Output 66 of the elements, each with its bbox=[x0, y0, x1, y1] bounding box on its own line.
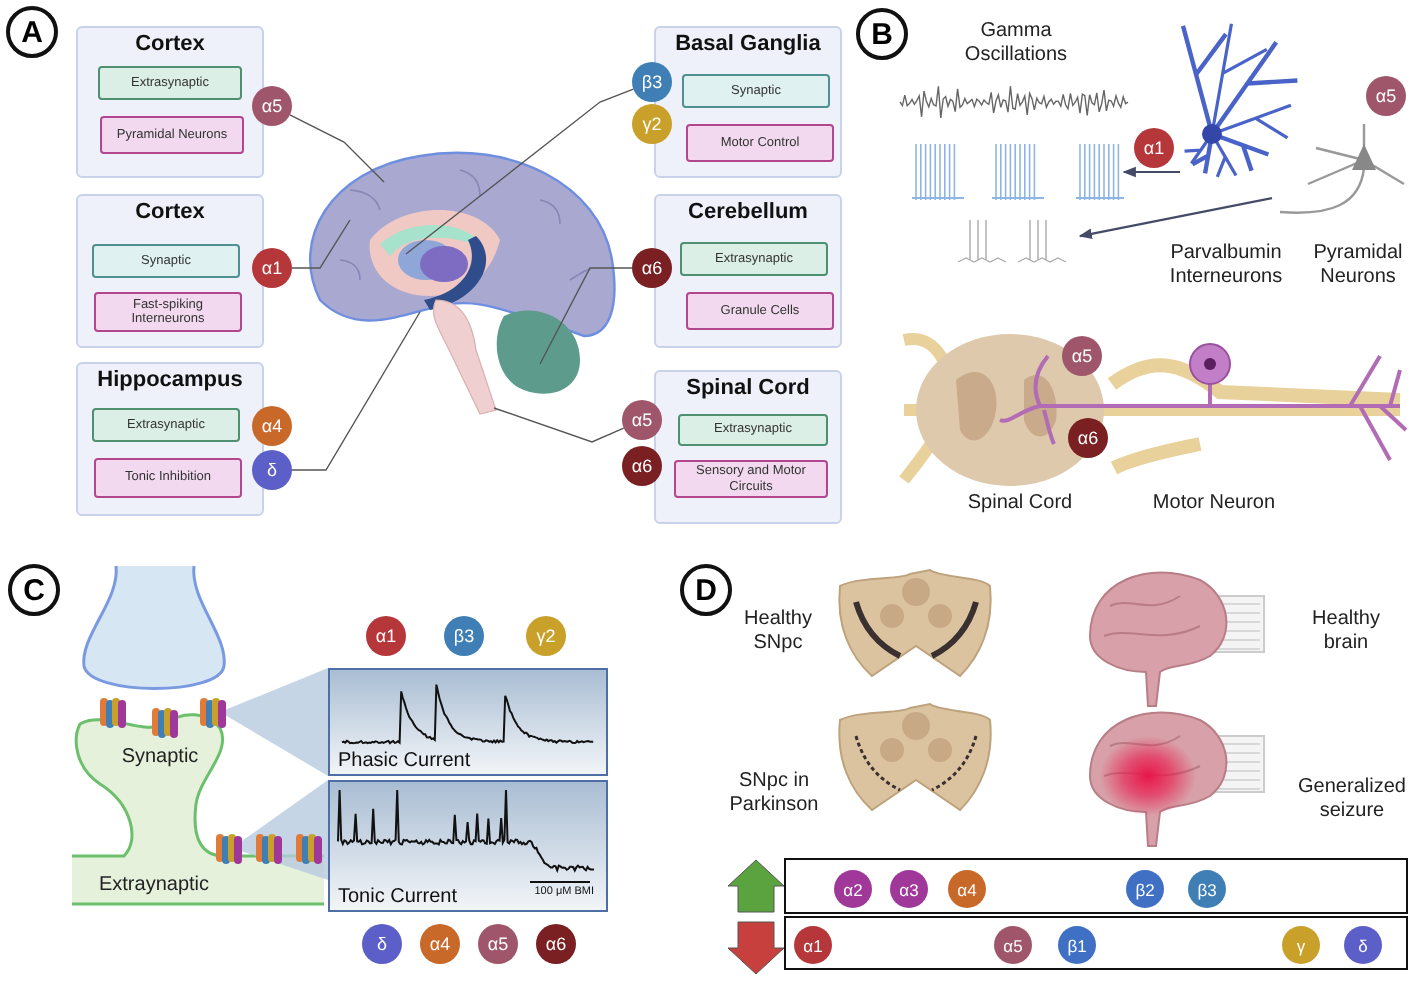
subunit-row bbox=[784, 916, 1408, 970]
subunit-badge: α6 bbox=[536, 924, 576, 964]
leader-line bbox=[405, 88, 635, 255]
subunit-badge: γ2 bbox=[526, 616, 566, 656]
subunit-badge: α5 bbox=[252, 86, 292, 126]
card-heading: Cerebellum bbox=[686, 200, 810, 224]
text-label: Pyramidal Neurons bbox=[1311, 242, 1405, 290]
text-label: Gamma Oscillations bbox=[962, 20, 1070, 68]
text-label: SNpc in Parkinson bbox=[727, 770, 821, 818]
card-heading: Cortex bbox=[133, 32, 207, 56]
subunit-badge: δ bbox=[252, 450, 292, 490]
subunit-badge: α2 bbox=[834, 870, 872, 908]
leader-line bbox=[291, 219, 351, 269]
subunit-badge: β3 bbox=[1188, 870, 1226, 908]
text-label: Extraynaptic bbox=[96, 874, 212, 898]
subunit-badge: α1 bbox=[252, 248, 292, 288]
text-label: Motor Neuron bbox=[1150, 492, 1278, 516]
card-heading: Basal Ganglia bbox=[673, 32, 823, 56]
subunit-row bbox=[784, 858, 1408, 914]
subunit-badge: α5 bbox=[478, 924, 518, 964]
subunit-badge: α1 bbox=[794, 926, 832, 964]
panel-letter: C bbox=[8, 564, 60, 616]
leader-line bbox=[493, 407, 625, 443]
card-heading: Cortex bbox=[133, 200, 207, 224]
region-card bbox=[654, 370, 842, 524]
text-label: Parvalbumin Interneurons bbox=[1167, 242, 1285, 290]
subunit-badge: α5 bbox=[994, 926, 1032, 964]
subunit-badge: γ bbox=[1282, 926, 1320, 964]
trace-label: Phasic Current bbox=[338, 750, 471, 772]
region-card bbox=[76, 194, 264, 348]
leader-line bbox=[289, 114, 385, 183]
arrow bbox=[1078, 197, 1273, 239]
card-heading: Hippocampus bbox=[95, 368, 245, 392]
subunit-badge: β1 bbox=[1058, 926, 1096, 964]
subunit-badge: α3 bbox=[890, 870, 928, 908]
subunit-badge: α5 bbox=[1366, 76, 1406, 116]
text-label: Spinal Cord bbox=[965, 492, 1075, 516]
text-label: Generalized seizure bbox=[1296, 776, 1408, 824]
subunit-badge: α6 bbox=[632, 248, 672, 288]
subunit-badge: α4 bbox=[948, 870, 986, 908]
subunit-badge: δ bbox=[362, 924, 402, 964]
trace-label: Tonic Current bbox=[338, 886, 457, 908]
panel-letter: D bbox=[680, 564, 732, 616]
subunit-badge: α4 bbox=[252, 406, 292, 446]
region-card bbox=[76, 362, 264, 516]
subunit-badge: γ2 bbox=[632, 104, 672, 144]
subunit-badge: α5 bbox=[1062, 336, 1102, 376]
subunit-badge: α1 bbox=[1134, 128, 1174, 168]
subunit-badge: α1 bbox=[366, 616, 406, 656]
subunit-badge: α5 bbox=[622, 400, 662, 440]
panel-letter: B bbox=[856, 8, 908, 60]
region-card bbox=[76, 26, 264, 178]
subunit-badge: α4 bbox=[420, 924, 460, 964]
subunit-badge: δ bbox=[1344, 926, 1382, 964]
arrow bbox=[1122, 166, 1180, 178]
leader-line bbox=[539, 267, 633, 365]
text-label: Healthy SNpc bbox=[742, 608, 814, 656]
panel-letter: A bbox=[6, 6, 58, 58]
text-label: Synaptic bbox=[119, 746, 201, 770]
text-label: Healthy brain bbox=[1310, 608, 1382, 656]
subunit-badge: β3 bbox=[632, 62, 672, 102]
leader-line bbox=[291, 311, 421, 471]
subunit-badge: β2 bbox=[1126, 870, 1164, 908]
subunit-badge: α6 bbox=[622, 446, 662, 486]
subunit-badge: β3 bbox=[444, 616, 484, 656]
card-heading: Spinal Cord bbox=[684, 376, 812, 400]
